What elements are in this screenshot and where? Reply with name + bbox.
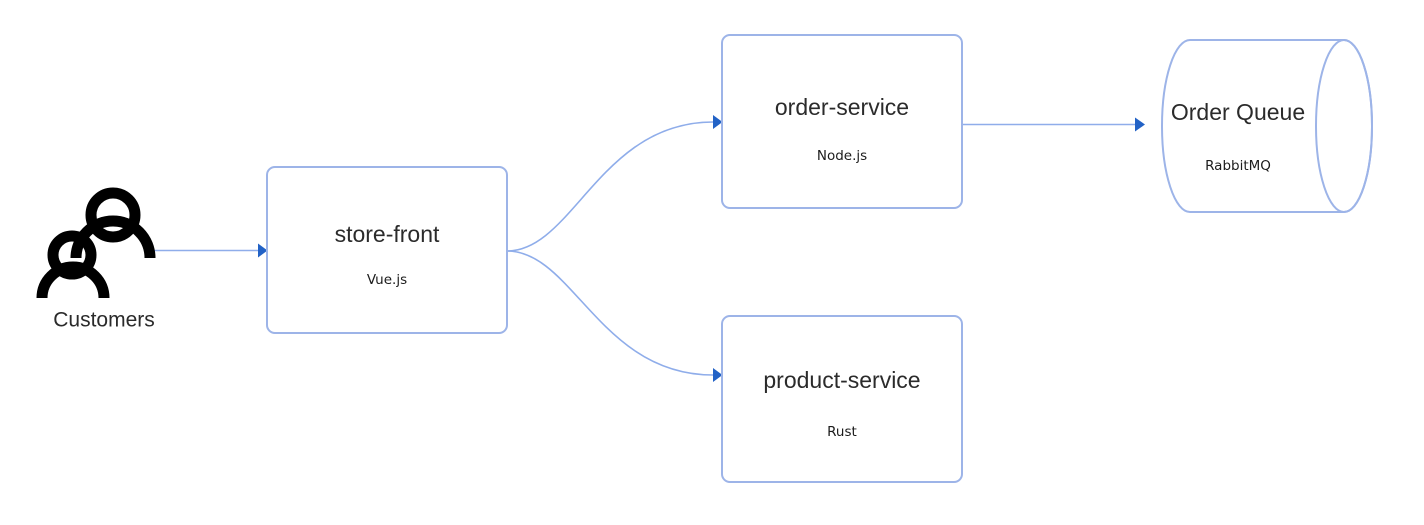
- node-order-queue-cap: [1315, 39, 1373, 213]
- node-order-service-title: order-service: [775, 94, 909, 120]
- node-store-front[interactable]: store-front Vue.js: [266, 166, 508, 334]
- person-body-small: [36, 261, 110, 299]
- node-store-front-shape[interactable]: [266, 166, 508, 334]
- person-head-large: [85, 187, 141, 243]
- edge-line: [506, 121, 714, 252]
- node-order-queue[interactable]: Order Queue RabbitMQ: [1161, 39, 1373, 213]
- person-head-small: [47, 230, 97, 280]
- node-order-service-subtitle: Node.js: [817, 148, 867, 164]
- node-store-front-title: store-front: [335, 221, 440, 247]
- two-people-icon: [36, 187, 156, 299]
- node-product-service-shape[interactable]: [721, 315, 963, 483]
- node-order-queue-subtitle: RabbitMQ: [1205, 158, 1271, 174]
- node-store-front-subtitle: Vue.js: [367, 272, 407, 288]
- node-order-service[interactable]: order-service Node.js: [721, 34, 963, 209]
- node-product-service-subtitle: Rust: [827, 424, 857, 440]
- node-product-service[interactable]: product-service Rust: [721, 315, 963, 483]
- edge-store-front-to-product-service: [506, 250, 723, 382]
- node-order-service-shape[interactable]: [721, 34, 963, 209]
- arrow-head-icon: [713, 115, 723, 129]
- node-order-queue-shape[interactable]: [1161, 39, 1373, 213]
- edge-store-front-to-order-service: [506, 115, 723, 252]
- customers-label: Customers: [53, 309, 155, 332]
- arrow-head-icon: [258, 243, 268, 258]
- edge-order-service-to-order-queue: [962, 117, 1145, 132]
- edge-line: [506, 250, 714, 376]
- arrow-head-icon: [1135, 117, 1145, 132]
- customers-actor: Customers: [36, 187, 156, 332]
- edge-customers-to-store-front: [145, 243, 268, 258]
- node-product-service-title: product-service: [763, 367, 920, 393]
- arrow-head-icon: [713, 368, 723, 382]
- node-order-queue-title: Order Queue: [1171, 99, 1305, 125]
